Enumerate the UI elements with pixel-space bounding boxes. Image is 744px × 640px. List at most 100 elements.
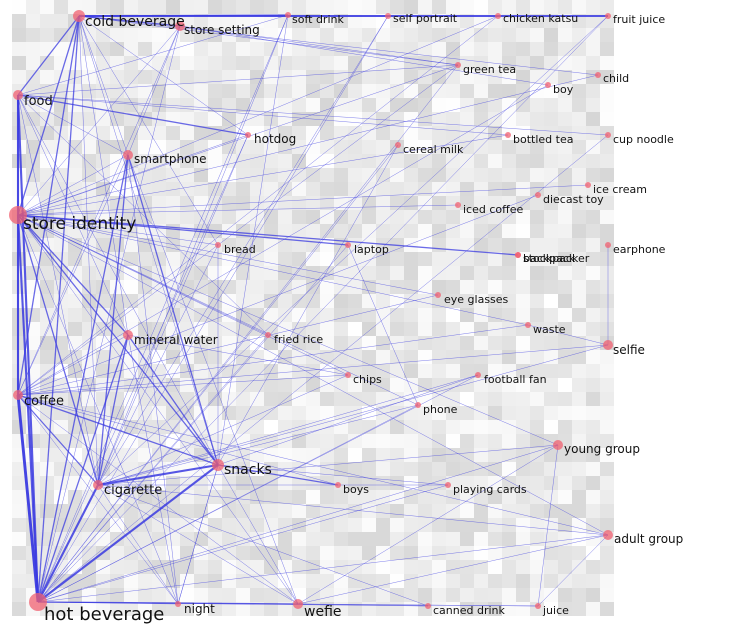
node-adult-group[interactable]: [603, 530, 613, 540]
node-hotdog[interactable]: [245, 132, 251, 138]
background-tile: [418, 84, 432, 98]
node-coffee[interactable]: [13, 390, 23, 400]
node-soft-drink[interactable]: [285, 12, 291, 18]
background-tile: [194, 378, 208, 392]
node-iced-coffee[interactable]: [455, 202, 461, 208]
background-tile: [474, 182, 488, 196]
node-self-portrait[interactable]: [385, 13, 391, 19]
node-cigarette[interactable]: [93, 480, 103, 490]
background-tile: [278, 308, 292, 322]
node-boys[interactable]: [335, 482, 341, 488]
node-cup-noodle[interactable]: [605, 132, 611, 138]
background-tile: [278, 560, 292, 574]
node-cereal-milk[interactable]: [395, 142, 401, 148]
background-tile: [572, 0, 586, 14]
background-tile: [404, 434, 418, 448]
background-tile: [600, 322, 614, 336]
background-tile: [138, 182, 152, 196]
edge-store_identity-night: [17, 214, 179, 605]
background-tile: [278, 196, 292, 210]
background-tile: [334, 280, 348, 294]
background-tile: [362, 518, 376, 532]
background-tile: [404, 350, 418, 364]
node-chicken-katsu[interactable]: [495, 13, 501, 19]
background-tile: [320, 56, 334, 70]
node-fried-rice[interactable]: [265, 332, 271, 338]
background-tile: [138, 448, 152, 462]
background-tile: [348, 378, 362, 392]
node-cold-beverage[interactable]: [73, 10, 85, 22]
background-tile: [446, 84, 460, 98]
node-boy[interactable]: [545, 82, 551, 88]
background-tile: [390, 532, 404, 546]
background-tile: [40, 434, 54, 448]
node-waste[interactable]: [525, 322, 531, 328]
edge-young_group-wefie: [297, 444, 559, 605]
background-tile: [418, 140, 432, 154]
node-wefie[interactable]: [293, 599, 303, 609]
background-tile: [166, 560, 180, 574]
background-tile: [418, 518, 432, 532]
background-tile: [516, 168, 530, 182]
background-tile: [68, 588, 82, 602]
background-tile: [586, 42, 600, 56]
node-young-group[interactable]: [553, 440, 563, 450]
node-green-tea[interactable]: [455, 62, 461, 68]
node-fruit-juice[interactable]: [605, 13, 611, 19]
background-tile: [320, 448, 334, 462]
background-tile: [250, 70, 264, 84]
edge-fruit_juice-hot_beverage: [37, 15, 609, 603]
node-diecast-toy[interactable]: [535, 192, 541, 198]
background-tile: [264, 182, 278, 196]
background-tile: [82, 182, 96, 196]
node-snacks[interactable]: [212, 459, 224, 471]
node-stockpacker[interactable]: [515, 252, 521, 258]
background-tile: [320, 532, 334, 546]
node-football-fan[interactable]: [475, 372, 481, 378]
background-tile: [502, 322, 516, 336]
background-tile: [138, 84, 152, 98]
node-playing-cards[interactable]: [445, 482, 451, 488]
node-smartphone[interactable]: [123, 150, 133, 160]
background-tile: [474, 294, 488, 308]
node-chips[interactable]: [345, 372, 351, 378]
node-store-identity[interactable]: [9, 206, 27, 224]
background-tile: [502, 280, 516, 294]
node-mineral-water[interactable]: [123, 330, 133, 340]
node-selfie[interactable]: [603, 340, 613, 350]
background-tile: [432, 322, 446, 336]
node-store-setting[interactable]: [175, 21, 185, 31]
background-tile: [306, 266, 320, 280]
background-tile: [96, 602, 110, 616]
node-bottled-tea[interactable]: [505, 132, 511, 138]
node-juice[interactable]: [535, 603, 541, 609]
background-tile: [278, 420, 292, 434]
node-ice-cream[interactable]: [585, 182, 591, 188]
background-tile: [96, 350, 110, 364]
node-label-cereal-milk: cereal milk: [403, 143, 464, 156]
background-tile: [376, 0, 390, 14]
node-food[interactable]: [13, 90, 23, 100]
background-tile: [194, 308, 208, 322]
background-tile: [236, 294, 250, 308]
node-hot-beverage[interactable]: [29, 593, 47, 611]
node-child[interactable]: [595, 72, 601, 78]
background-tile: [362, 560, 376, 574]
background-tile: [502, 490, 516, 504]
background-tile: [236, 588, 250, 602]
node-bread[interactable]: [215, 242, 221, 248]
background-tile: [68, 350, 82, 364]
background-tile: [432, 336, 446, 350]
node-laptop[interactable]: [345, 242, 351, 248]
background-tile: [12, 532, 26, 546]
node-canned-drink[interactable]: [425, 603, 431, 609]
node-night[interactable]: [175, 601, 181, 607]
background-tile: [306, 154, 320, 168]
background-tile: [208, 56, 222, 70]
node-phone[interactable]: [415, 402, 421, 408]
background-tile: [110, 126, 124, 140]
node-earphone[interactable]: [605, 242, 611, 248]
node-eye-glasses[interactable]: [435, 292, 441, 298]
background-tile: [292, 574, 306, 588]
edge-cold_beverage-green_tea: [78, 15, 459, 66]
